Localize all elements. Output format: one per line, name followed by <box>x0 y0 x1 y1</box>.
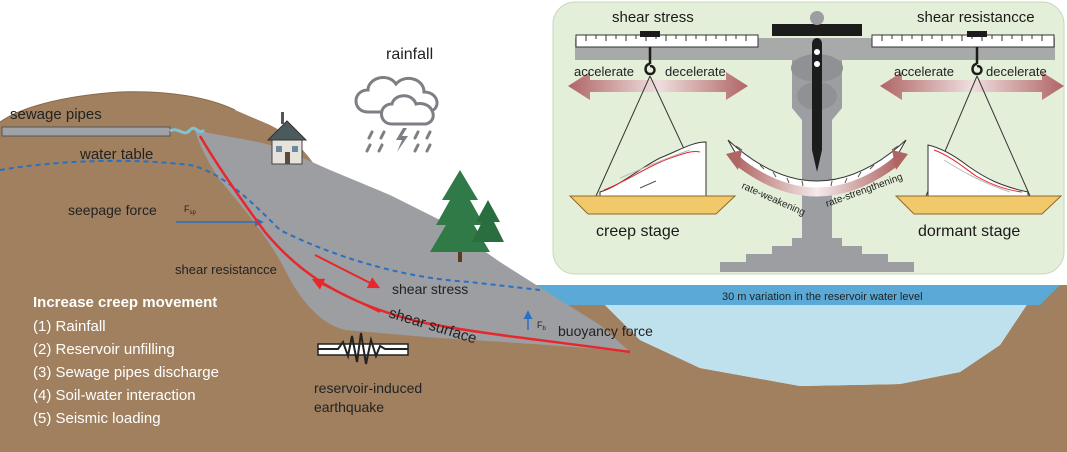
shear-resistance-label: shear resistancce <box>175 262 277 277</box>
seepage-force-label: seepage force <box>68 202 157 218</box>
rate-arrow-arc <box>733 156 901 197</box>
balance-panel: rate-weakening rate-strengthening shear … <box>552 1 1065 275</box>
reservoir-level-label: 30 m variation in the reservoir water le… <box>722 291 923 303</box>
left-accel-decel-arrow <box>568 72 748 100</box>
dormant-stage-label: dormant stage <box>918 223 1020 240</box>
balance-needle <box>812 38 822 172</box>
left-tray <box>568 195 737 215</box>
slide-mass <box>195 130 630 352</box>
balance-top-pin <box>810 11 824 25</box>
right-hanger <box>971 47 983 76</box>
right-decelerate-label: decelerate <box>986 64 1047 79</box>
dormant-slope-sample <box>927 144 1029 197</box>
creep-factor-list: Increase creep movement (1) Rainfall (2)… <box>33 294 219 427</box>
water-table-label: water table <box>79 146 153 163</box>
balance-base-step <box>720 262 914 272</box>
shear-stress-arrow <box>314 254 381 289</box>
shear-resistance-arrow <box>311 278 381 313</box>
rate-arrow-head-left <box>726 150 742 170</box>
balance-base-step <box>746 254 888 262</box>
left-hanger <box>644 47 656 76</box>
seepage-force-symbol: Fsp <box>184 204 197 216</box>
left-decelerate-label: decelerate <box>665 64 726 79</box>
pipe-discharge <box>169 126 206 135</box>
right-accel-decel-arrow <box>880 72 1064 100</box>
rainfall-label: rainfall <box>386 46 433 63</box>
right-accelerate-label: accelerate <box>894 64 954 79</box>
creep-list-item: (2) Reservoir unfilling <box>33 341 175 358</box>
balance-base-step <box>792 238 842 246</box>
left-ruler-slider <box>640 31 660 37</box>
creep-list-item: (3) Sewage pipes discharge <box>33 364 219 381</box>
sewage-pipe <box>1 126 171 137</box>
sewage-pipes-label: sewage pipes <box>10 106 102 123</box>
earthquake-label-line1: reservoir-induced <box>314 380 422 396</box>
creep-list-item: (4) Soil-water interaction <box>33 387 196 404</box>
creep-list-item: (1) Rainfall <box>33 318 106 335</box>
buoyancy-force-label: buoyancy force <box>558 323 653 339</box>
reservoir-water <box>520 288 1040 386</box>
hill-crest <box>0 91 236 123</box>
seismograph-icon <box>317 332 409 365</box>
buoyancy-symbol: Fb <box>537 320 547 332</box>
water-table-line <box>0 159 541 291</box>
house-icon <box>266 112 308 165</box>
left-title: shear stress <box>612 9 694 26</box>
rate-arrow-head-right <box>892 150 908 170</box>
creep-stage-label: creep stage <box>596 223 680 240</box>
reservoir-water-band-edge <box>1040 285 1060 305</box>
shear-stress-label: shear stress <box>392 281 468 297</box>
rain-cloud-icon <box>354 75 439 153</box>
reservoir-water-band <box>510 285 1040 305</box>
right-ruler <box>871 34 1055 48</box>
right-title: shear resistancce <box>917 9 1035 26</box>
right-ruler-slider <box>967 31 987 37</box>
balance-base-step <box>772 246 862 254</box>
rate-scale-ticks <box>735 145 899 187</box>
creep-list-item: (5) Seismic loading <box>33 410 161 427</box>
earthquake-label-line2: earthquake <box>314 399 384 415</box>
left-accelerate-label: accelerate <box>574 64 634 79</box>
balance-top-bar <box>772 24 862 36</box>
creep-list-title: Increase creep movement <box>33 294 217 311</box>
creep-slope-sample <box>599 141 707 197</box>
tree-icon <box>430 170 504 262</box>
left-ruler <box>575 34 759 48</box>
right-tray <box>894 195 1063 215</box>
